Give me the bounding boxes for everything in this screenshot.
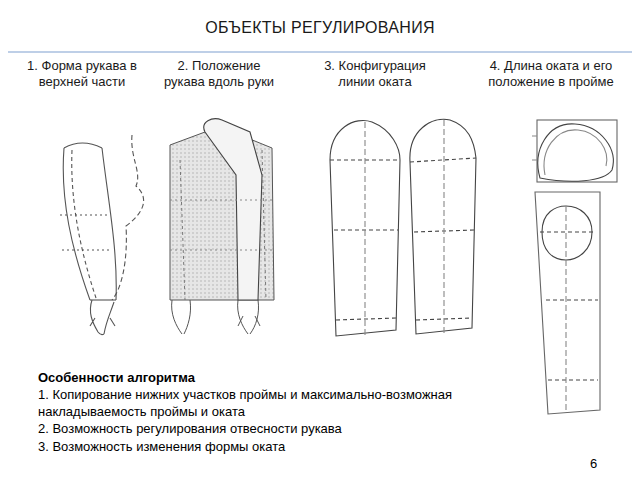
page-number: 6 xyxy=(590,456,620,472)
notes-heading: Особенности алгоритма xyxy=(38,370,338,386)
arm-figure xyxy=(60,135,144,335)
column-heading: 4. Длина оката и его положение в пройме xyxy=(470,58,632,91)
column-heading: 2. Положение рукава вдоль руки xyxy=(160,58,278,91)
note-item: 1. Копирование нижних участков проймы и … xyxy=(38,387,478,420)
armhole-figure xyxy=(532,120,617,414)
sleeve-patterns xyxy=(330,119,476,336)
note-item: 3. Возможность изменения формы оката xyxy=(38,439,478,455)
note-item: 2. Возможность регулирования отвесности … xyxy=(38,421,478,437)
slide-title: ОБЪЕКТЫ РЕГУЛИРОВАНИЯ xyxy=(120,18,520,38)
bodice-figure xyxy=(170,119,274,334)
column-heading: 1. Форма рукава в верхней части xyxy=(18,58,146,91)
title-rule xyxy=(8,51,632,52)
column-heading: 3. Конфигурация линии оката xyxy=(305,58,445,91)
